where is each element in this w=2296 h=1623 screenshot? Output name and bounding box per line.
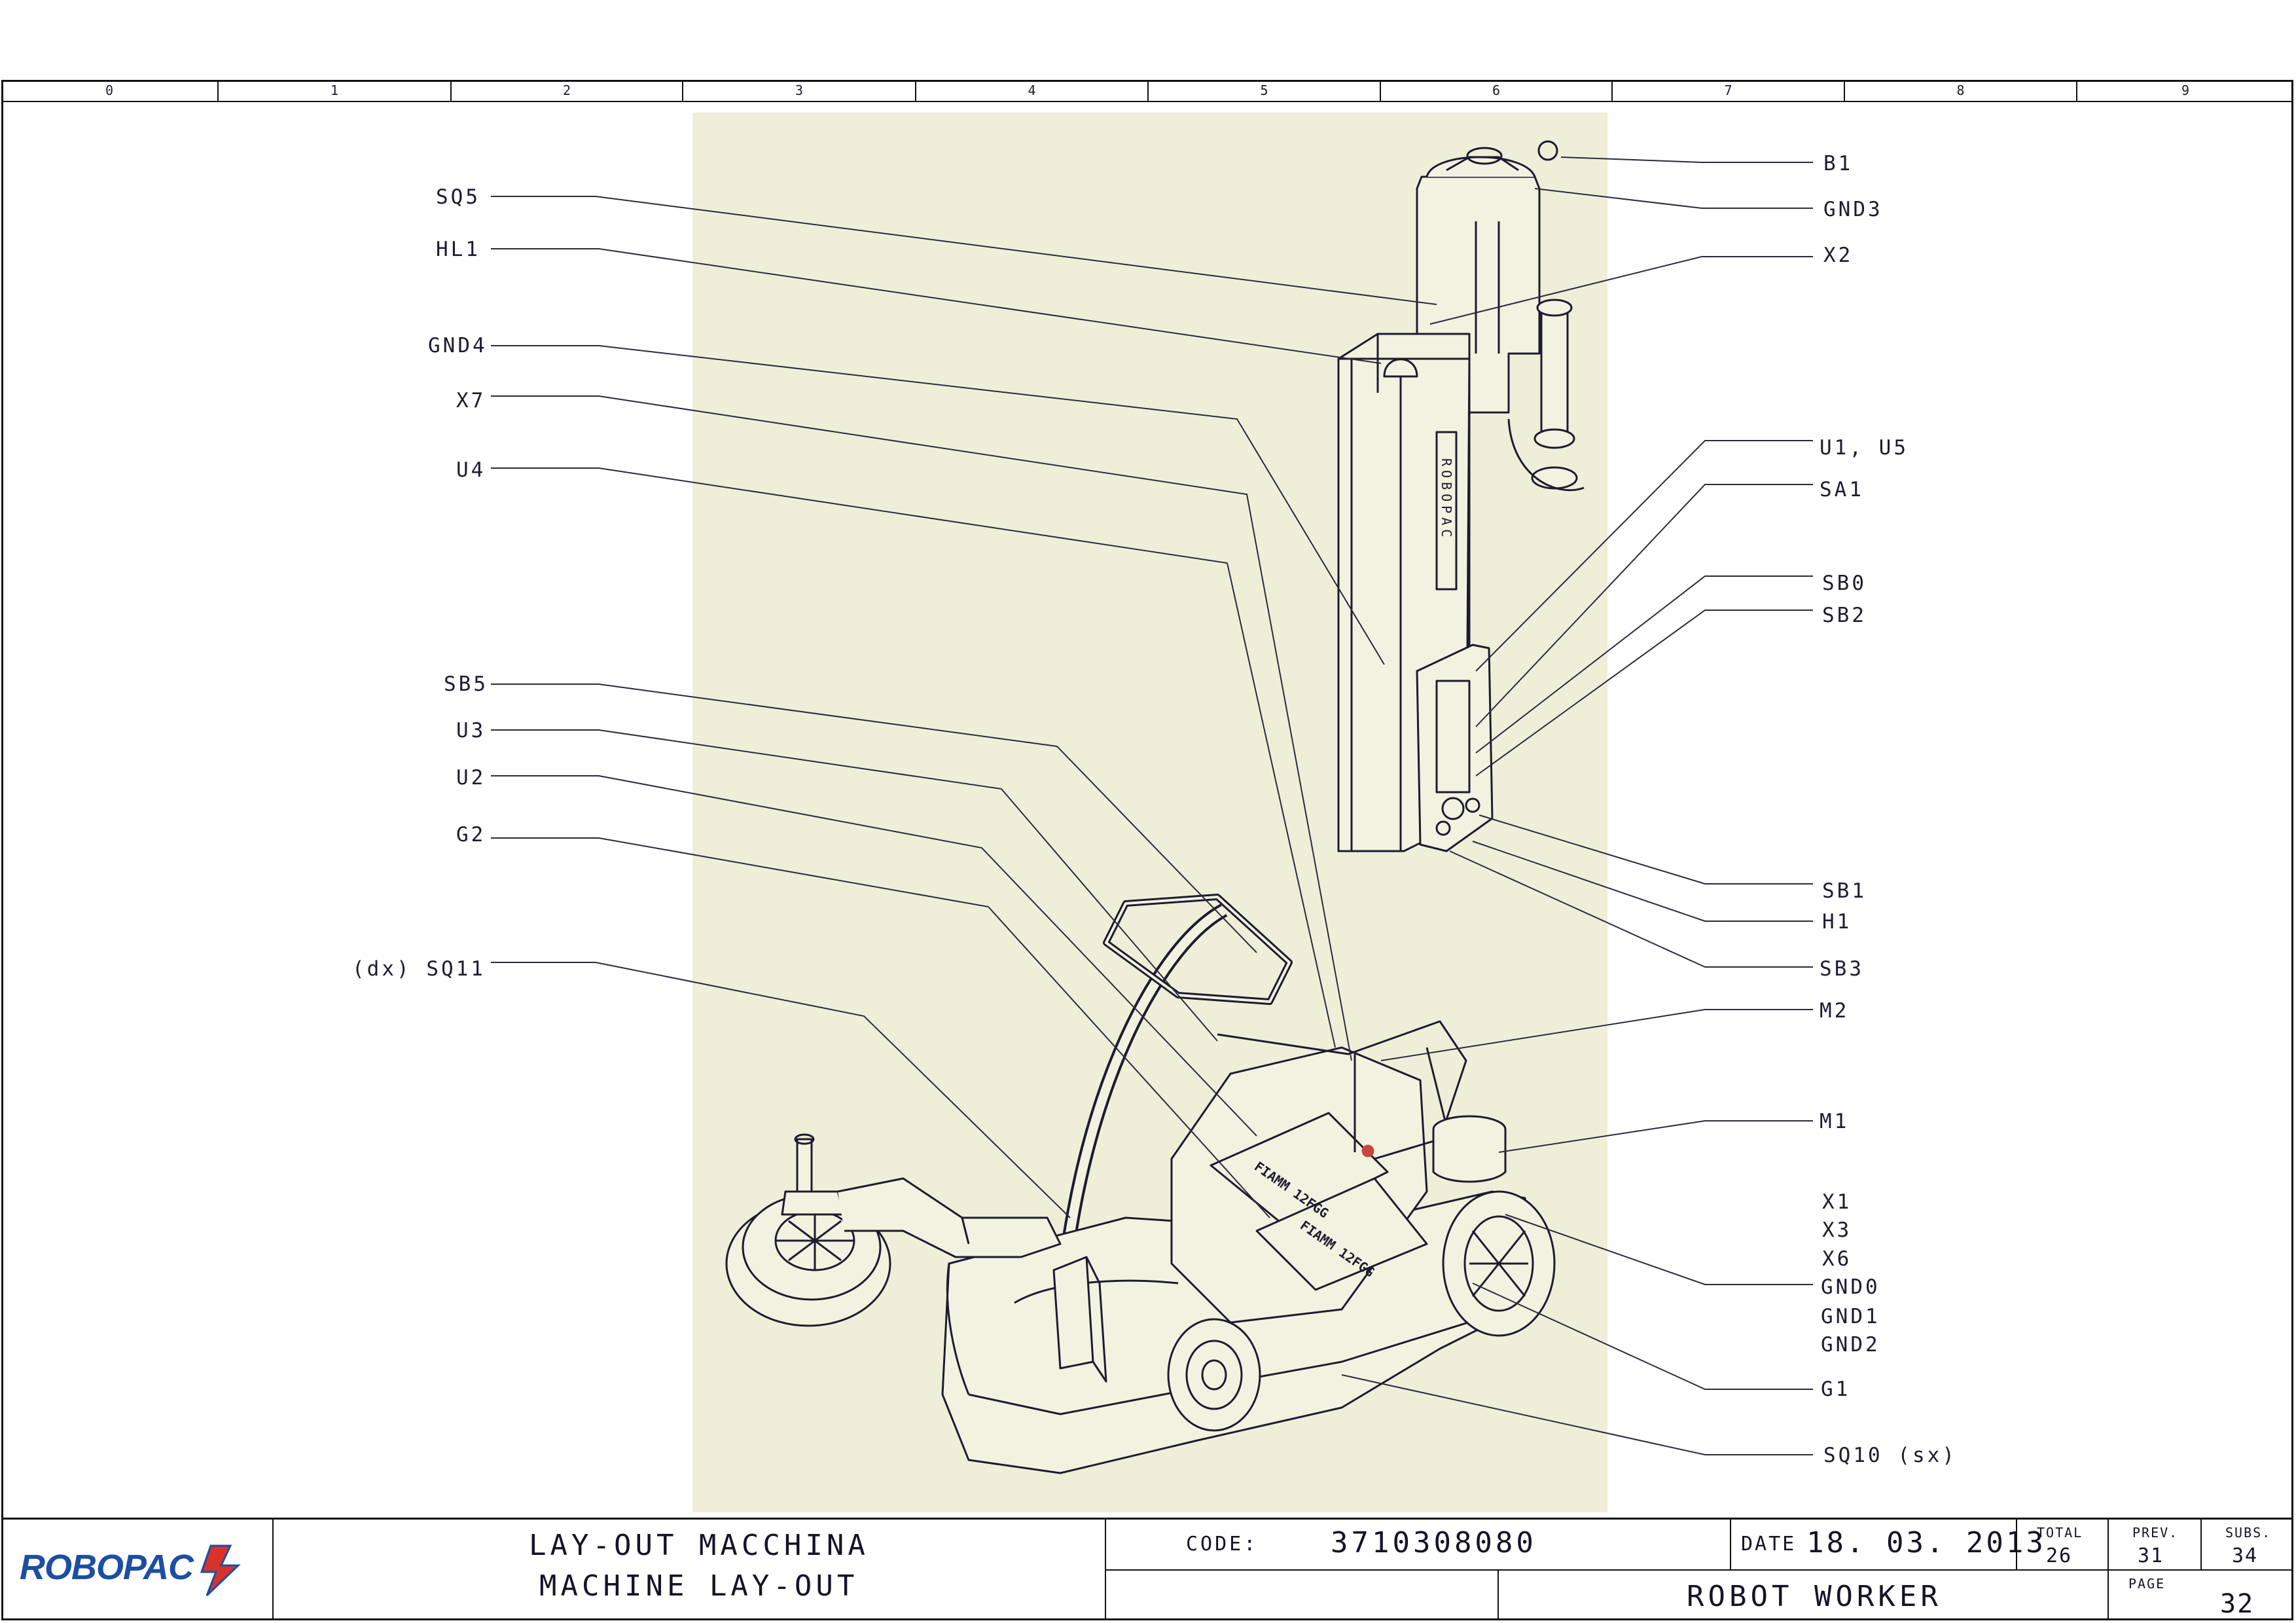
label-sq5: SQ5 (436, 185, 480, 209)
label-x7: X7 (456, 389, 486, 412)
ruler-col-8: 8 (1845, 80, 2077, 101)
ruler-col-1: 1 (219, 80, 452, 101)
label-g1: G1 (1821, 1377, 1851, 1401)
label-sa1: SA1 (1820, 478, 1864, 501)
label-sq11: (dx) SQ11 (352, 957, 486, 981)
label-u1-u5: U1, U5 (1820, 436, 1909, 460)
column-ruler: 0 1 2 3 4 5 6 7 8 9 (1, 80, 2293, 102)
drive-wheel (1167, 1318, 1261, 1432)
ruler-col-3: 3 (683, 80, 916, 101)
subs-value: 34 (2232, 1544, 2259, 1567)
column-brand-text: ROBOPAC (1439, 458, 1454, 541)
prev-value: 31 (2138, 1544, 2164, 1567)
label-gnd4: GND4 (428, 334, 488, 357)
label-hl1: HL1 (436, 238, 480, 261)
lightning-logo-icon (200, 1544, 241, 1597)
label-gnd3: GND3 (1823, 198, 1883, 221)
code-value: 3710308080 (1331, 1526, 1537, 1559)
ruler-col-2: 2 (452, 80, 683, 101)
label-sb2: SB2 (1822, 604, 1867, 627)
drawing-frame (1, 80, 2293, 1620)
label-g2: G2 (456, 823, 486, 847)
label-x2: X2 (1823, 244, 1854, 267)
label-gnd1: GND1 (1821, 1305, 1880, 1328)
label-m1: M1 (1820, 1110, 1850, 1133)
title-italian: LAY-OUT MACCHINA (529, 1529, 869, 1562)
page-label: PAGE (2128, 1576, 2166, 1592)
label-u4: U4 (456, 458, 486, 482)
logo-cell: ROBOPAC (1, 1520, 274, 1620)
label-x1: X1 (1822, 1190, 1852, 1214)
robopac-logo: ROBOPAC (20, 1548, 194, 1587)
label-sb3: SB3 (1820, 957, 1864, 981)
label-sb1: SB1 (1822, 879, 1867, 903)
total-label: TOTAL (2037, 1525, 2083, 1541)
label-m2: M2 (1820, 999, 1850, 1023)
prev-label: PREV. (2132, 1525, 2179, 1541)
ruler-col-4: 4 (916, 80, 1149, 101)
ruler-col-9: 9 (2181, 82, 2190, 98)
title-block: ROBOPAC LAY-OUT MACCHINA MACHINE LAY-OUT… (1, 1518, 2293, 1620)
ruler-col-7: 7 (1613, 80, 1845, 101)
page-value: 32 (2220, 1589, 2255, 1619)
title-english: MACHINE LAY-OUT (539, 1569, 859, 1603)
ruler-col-0: 0 (1, 80, 219, 101)
label-u2: U2 (456, 766, 486, 790)
label-sb5: SB5 (444, 672, 488, 696)
label-x6: X6 (1822, 1247, 1852, 1271)
label-gnd0: GND0 (1821, 1275, 1880, 1299)
label-b1: B1 (1823, 152, 1854, 175)
total-value: 26 (2046, 1544, 2073, 1567)
ruler-col-5: 5 (1149, 80, 1381, 101)
title-cell: LAY-OUT MACCHINA MACHINE LAY-OUT (274, 1520, 1106, 1620)
label-u3: U3 (456, 719, 486, 742)
date-label: DATE (1741, 1533, 1797, 1556)
label-x3: X3 (1822, 1218, 1852, 1242)
subs-label: SUBS. (2225, 1525, 2272, 1541)
code-label: CODE: (1186, 1533, 1259, 1556)
date-value: 18. 03. 2013 (1806, 1526, 2046, 1559)
label-gnd2: GND2 (1821, 1333, 1880, 1357)
label-sb0: SB0 (1822, 572, 1867, 595)
machine-name: ROBOT WORKER (1687, 1580, 1942, 1613)
machine-row: ROBOT WORKER PAGE 32 (1106, 1571, 2293, 1620)
label-sq10: SQ10 (sx) (1823, 1444, 1957, 1467)
label-h1: H1 (1822, 910, 1852, 934)
code-row: CODE: 3710308080 DATE 18. 03. 2013 TOTAL… (1106, 1520, 2293, 1571)
ruler-col-6: 6 (1381, 80, 1613, 101)
